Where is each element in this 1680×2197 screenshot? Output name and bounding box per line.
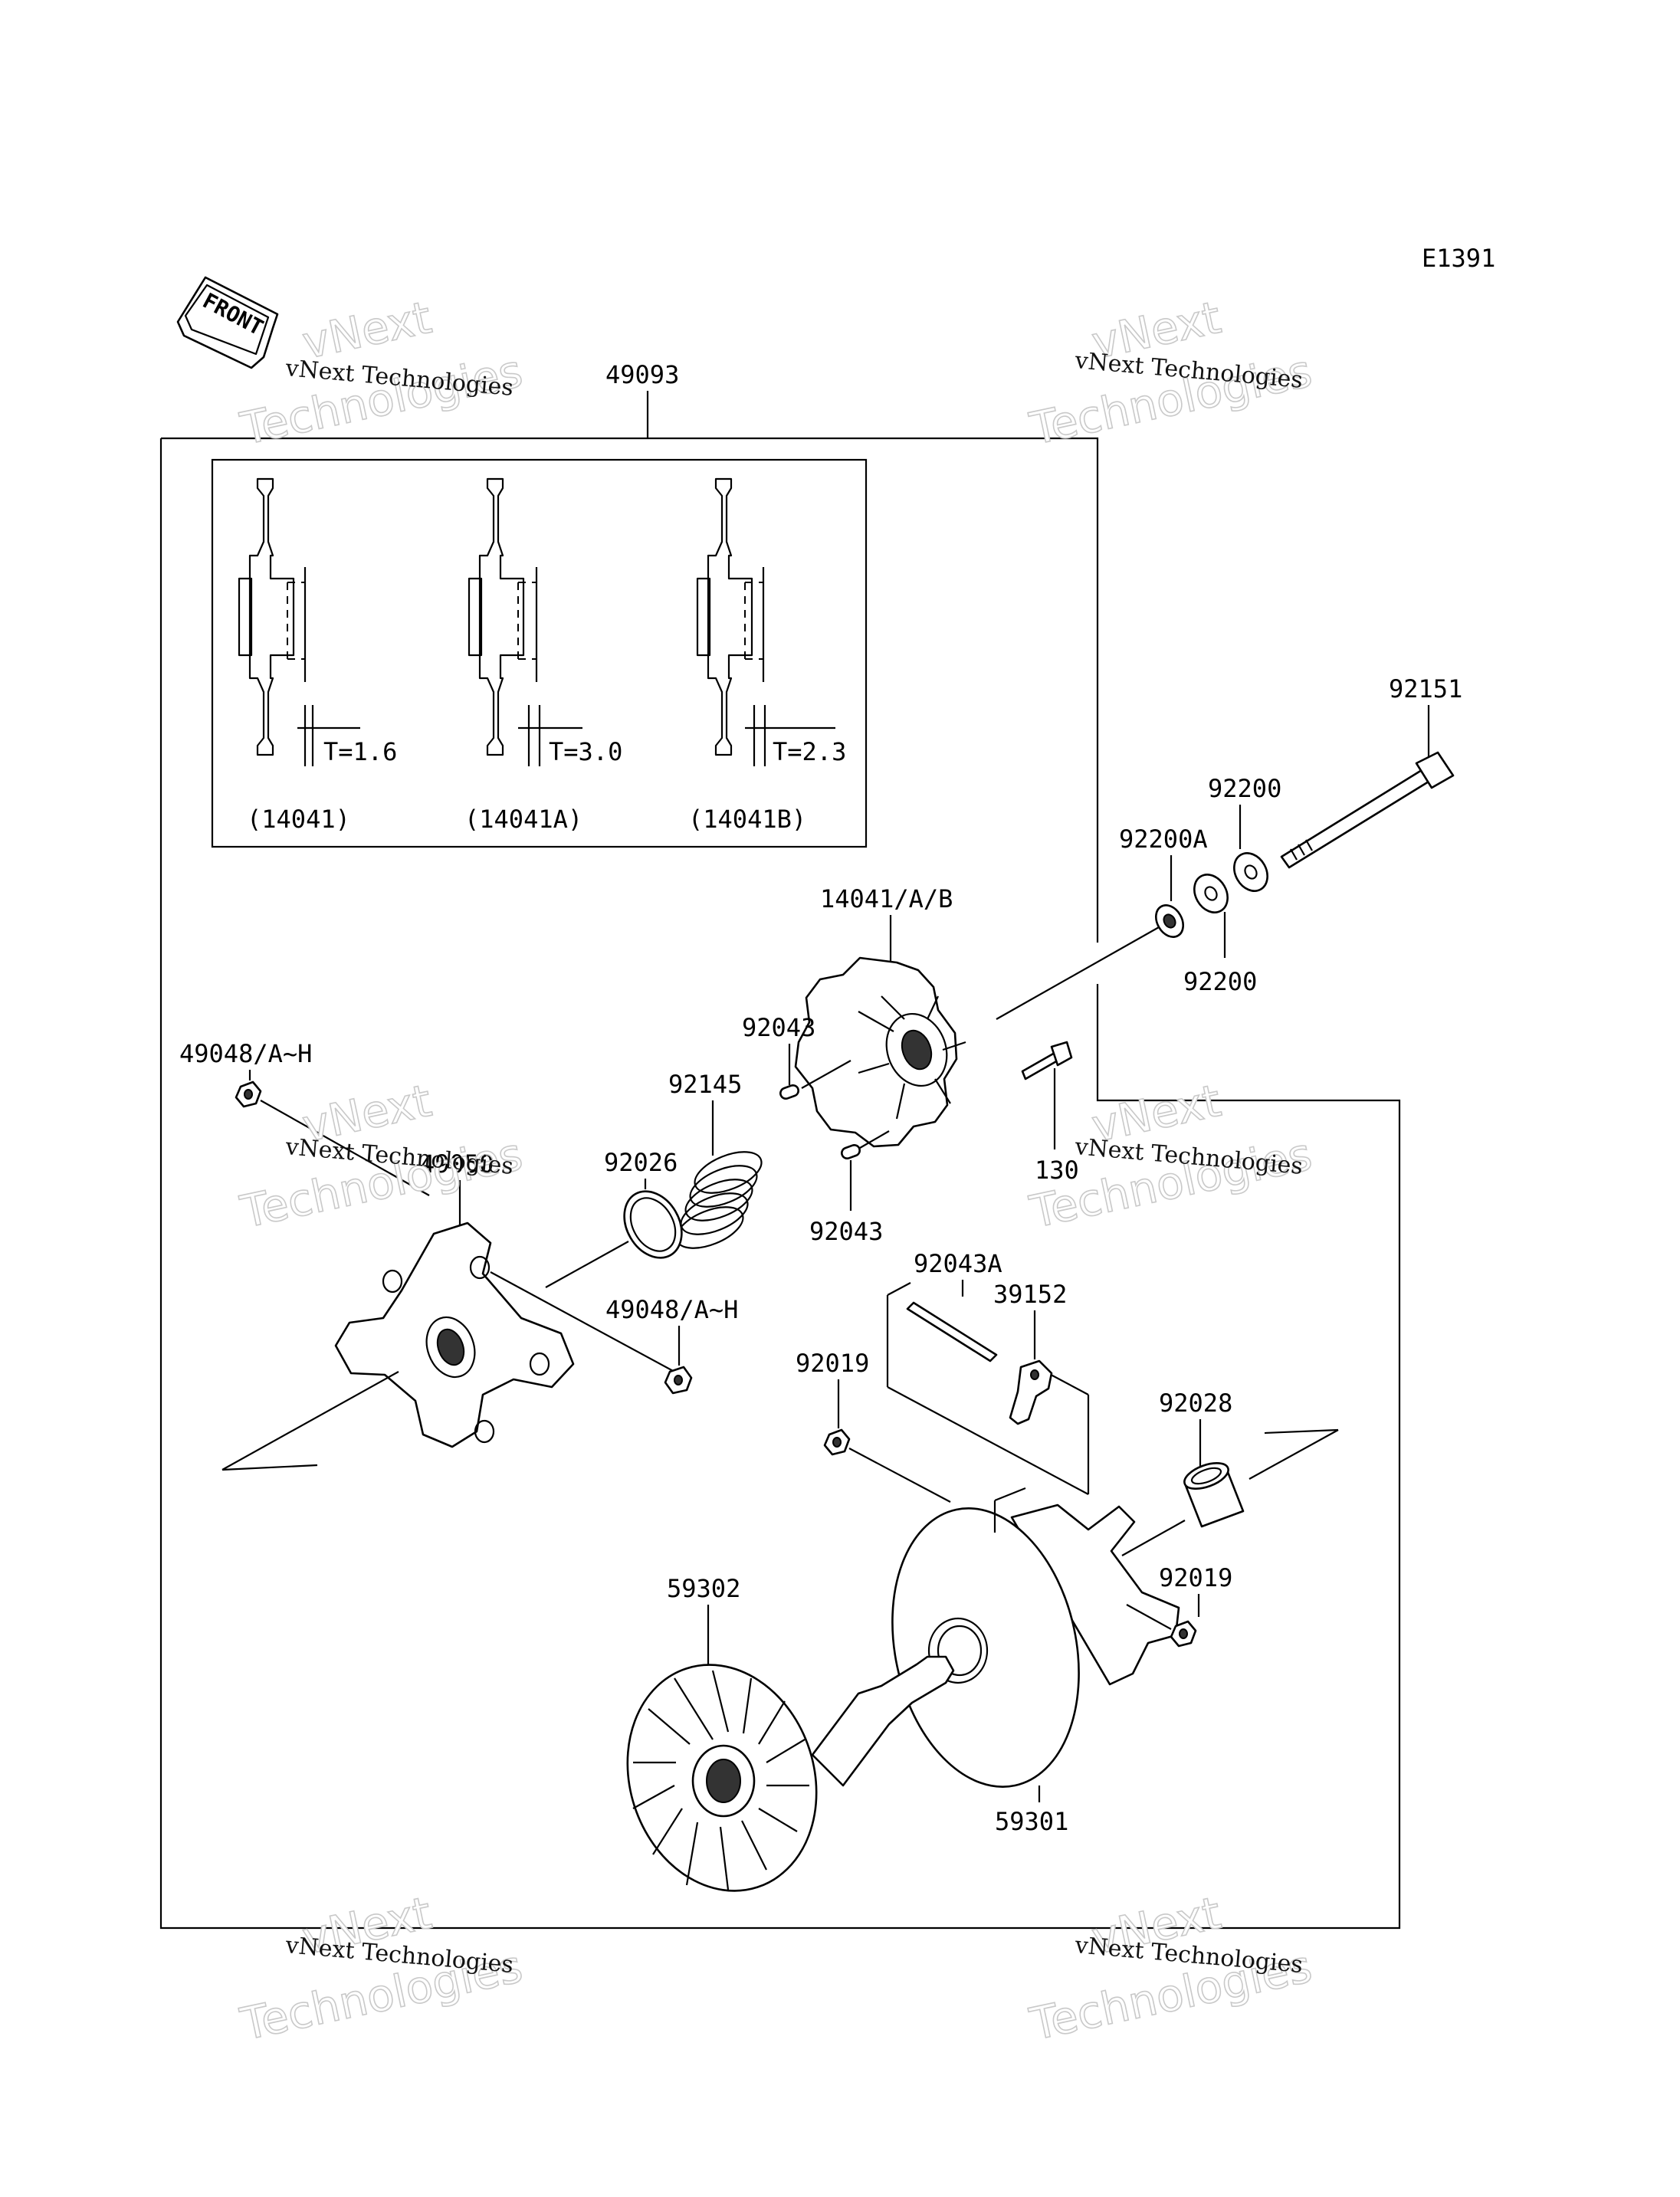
fan-59302: 59302	[626, 1574, 955, 1892]
variant-3-thickness: T=2.3	[773, 737, 846, 766]
label-92019-right: 92019	[1159, 1563, 1232, 1592]
washer-92200-top: 92200	[1208, 774, 1281, 892]
assembly-label: 49093	[605, 360, 679, 389]
label-92028: 92028	[1159, 1389, 1232, 1418]
label-92200a: 92200A	[1119, 825, 1208, 854]
pin-92043-bottom: 92043	[809, 1130, 890, 1246]
inset-variants-box: T=1.6 (14041) T=3.0 (14041A)	[211, 458, 868, 848]
label-92019-left: 92019	[796, 1349, 869, 1378]
variant-profile-14041: T=1.6 (14041)	[238, 477, 397, 834]
label-92151: 92151	[1389, 674, 1462, 703]
bolt-92151: 92151	[1280, 674, 1462, 869]
label-130: 130	[1035, 1156, 1079, 1185]
washer-92200-bottom: 92200	[1183, 874, 1257, 996]
variant-profile-14041b: T=2.3 (14041B)	[688, 477, 846, 834]
variant-profile-14041a: T=3.0 (14041A)	[464, 477, 622, 834]
nut-49048-left: 49048/A~H	[179, 1039, 430, 1196]
bushing-92028: 92028	[1121, 1389, 1339, 1556]
label-59302: 59302	[667, 1574, 740, 1603]
watermark-top-left: vNext Technologies vNext Technologies	[235, 290, 527, 456]
variant-2-part: (14041A)	[464, 805, 582, 834]
label-92026: 92026	[604, 1148, 678, 1177]
label-92043a: 92043A	[914, 1249, 1002, 1278]
ring-92026: 92026	[545, 1148, 683, 1288]
watermark-bottom-left: vNext Technologies vNext Technologies	[235, 1886, 527, 2051]
bolt-axis-line	[996, 926, 1160, 1020]
pin-92043a: 92043A	[886, 1249, 1090, 1495]
variant-2-thickness: T=3.0	[549, 737, 622, 766]
nut-92019-left: 92019	[796, 1349, 951, 1503]
watermark-bottom-right: vNext Technologies vNext Technologies	[1025, 1886, 1317, 2051]
variant-1-part: (14041)	[247, 805, 350, 834]
weight-39152: 39152	[993, 1280, 1067, 1425]
label-14041: 14041/A/B	[820, 884, 953, 913]
watermark-mid-left: vNext Technologies vNext Technologies	[235, 1074, 527, 1239]
label-39152: 39152	[993, 1280, 1067, 1309]
label-92043-top: 92043	[742, 1013, 815, 1042]
washer-92200a: 92200A	[1119, 825, 1208, 938]
label-92145: 92145	[668, 1070, 742, 1099]
bolt-130: 130	[1021, 1041, 1079, 1185]
label-59301: 59301	[995, 1807, 1068, 1836]
diagram-code: E1391	[1422, 244, 1495, 273]
front-arrow-icon: FRONT	[176, 276, 279, 369]
watermark-top-right: vNext Technologies vNext Technologies	[1025, 290, 1317, 456]
cover-14041: 14041/A/B	[794, 884, 966, 1148]
spider-49050: 49050	[221, 1149, 675, 1471]
label-92200-bottom: 92200	[1183, 967, 1257, 996]
assembly-boundary: 49093	[159, 360, 1401, 1930]
label-49050: 49050	[420, 1149, 494, 1179]
nut-49048-mid: 49048/A~H	[605, 1295, 738, 1395]
pin-92043-top: 92043	[742, 1013, 851, 1100]
nut-92019-right: 92019	[1126, 1563, 1232, 1648]
label-92043-bottom: 92043	[809, 1217, 883, 1246]
spring-92145: 92145	[668, 1070, 763, 1249]
label-49048-left: 49048/A~H	[179, 1039, 312, 1068]
variant-3-part: (14041B)	[688, 805, 806, 834]
variant-1-thickness: T=1.6	[323, 737, 397, 766]
label-92200-top: 92200	[1208, 774, 1281, 803]
sheave-59301: 59301	[891, 1487, 1180, 1836]
label-49048-mid: 49048/A~H	[605, 1295, 738, 1324]
